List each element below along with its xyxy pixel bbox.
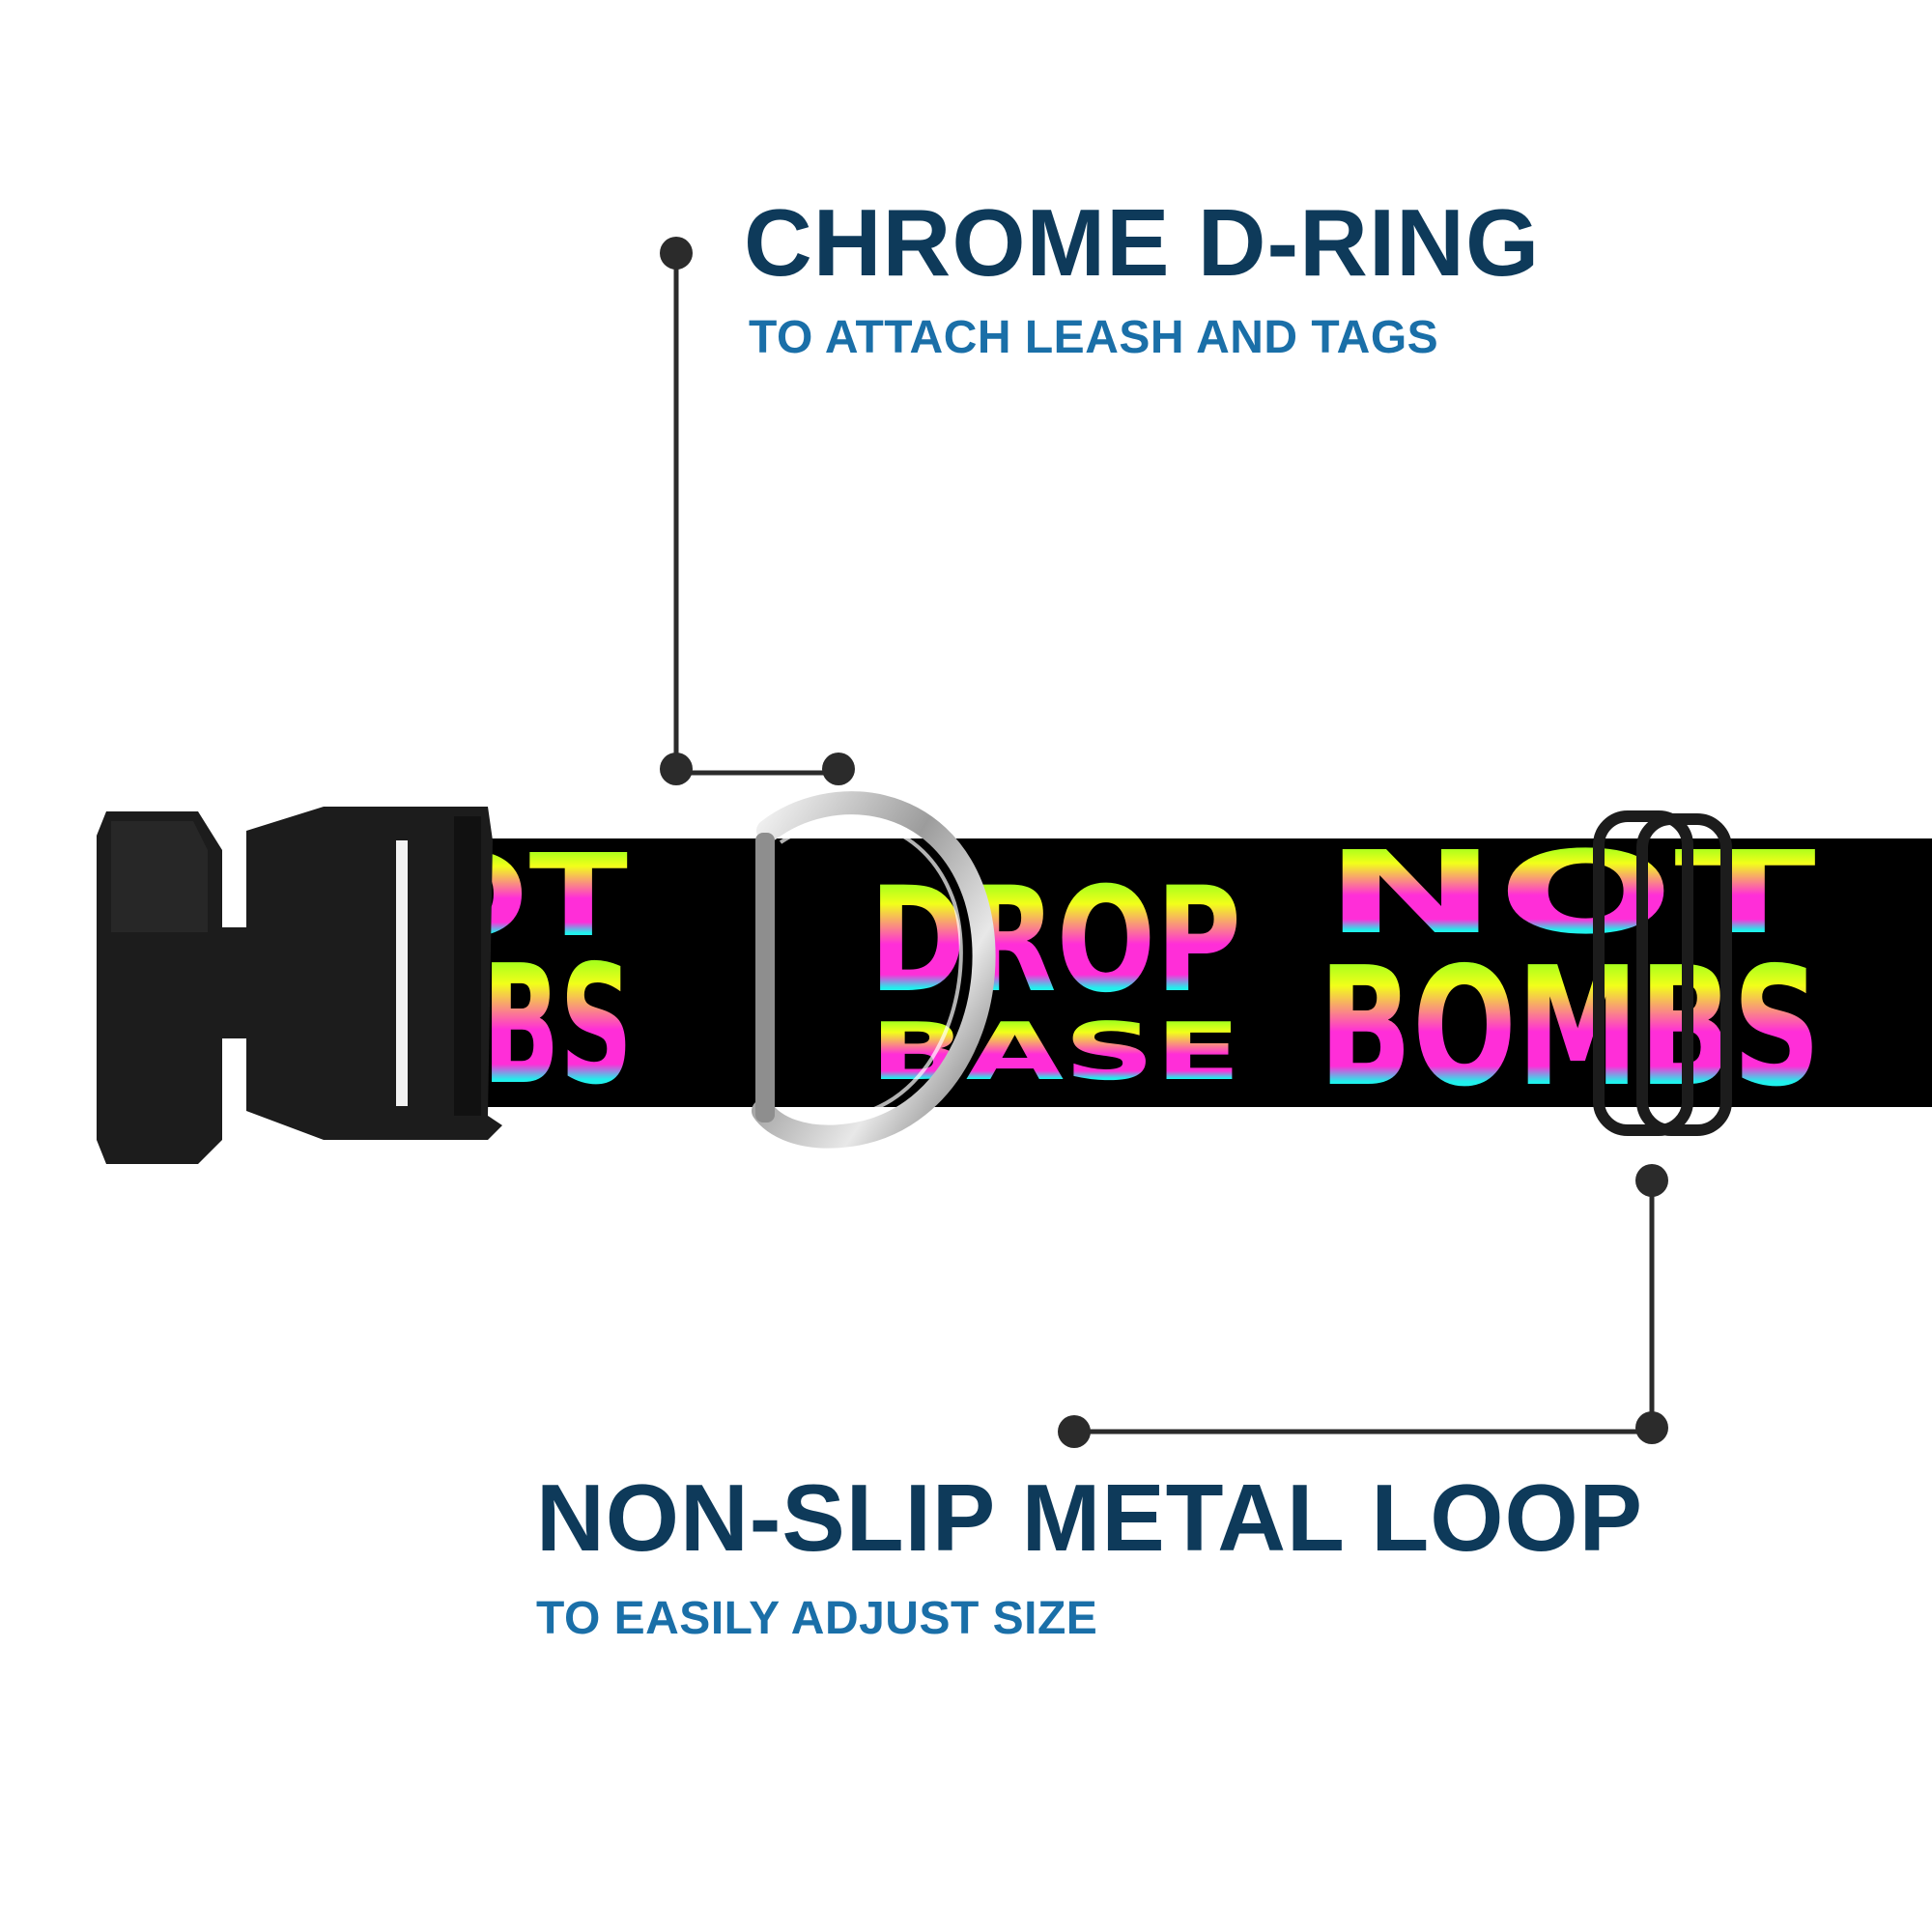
d-ring-leader-line: [660, 237, 855, 785]
buckle: [97, 807, 502, 1164]
chrome-d-ring: [752, 791, 996, 1149]
adjustment-loop: [1593, 810, 1732, 1136]
pattern-mid-top: DROP: [869, 857, 1241, 1025]
pattern-right-top: NOT: [1323, 826, 1816, 959]
d-ring-callout-title: CHROME D-RING: [744, 189, 1541, 296]
collar-strap: [406, 838, 1932, 1107]
pattern-right-bottom: BOMBS: [1319, 932, 1821, 1123]
metal-loop-leader-line: [1058, 1164, 1668, 1448]
collar-pattern: OT MBS DROP BASE NOT BOMBS: [406, 826, 1821, 1123]
metal-loop-callout-title: NON-SLIP METAL LOOP: [536, 1464, 1644, 1571]
d-ring-callout-subtitle: TO ATTACH LEASH AND TAGS: [749, 312, 1439, 363]
metal-loop-callout-subtitle: TO EASILY ADJUST SIZE: [536, 1593, 1098, 1644]
